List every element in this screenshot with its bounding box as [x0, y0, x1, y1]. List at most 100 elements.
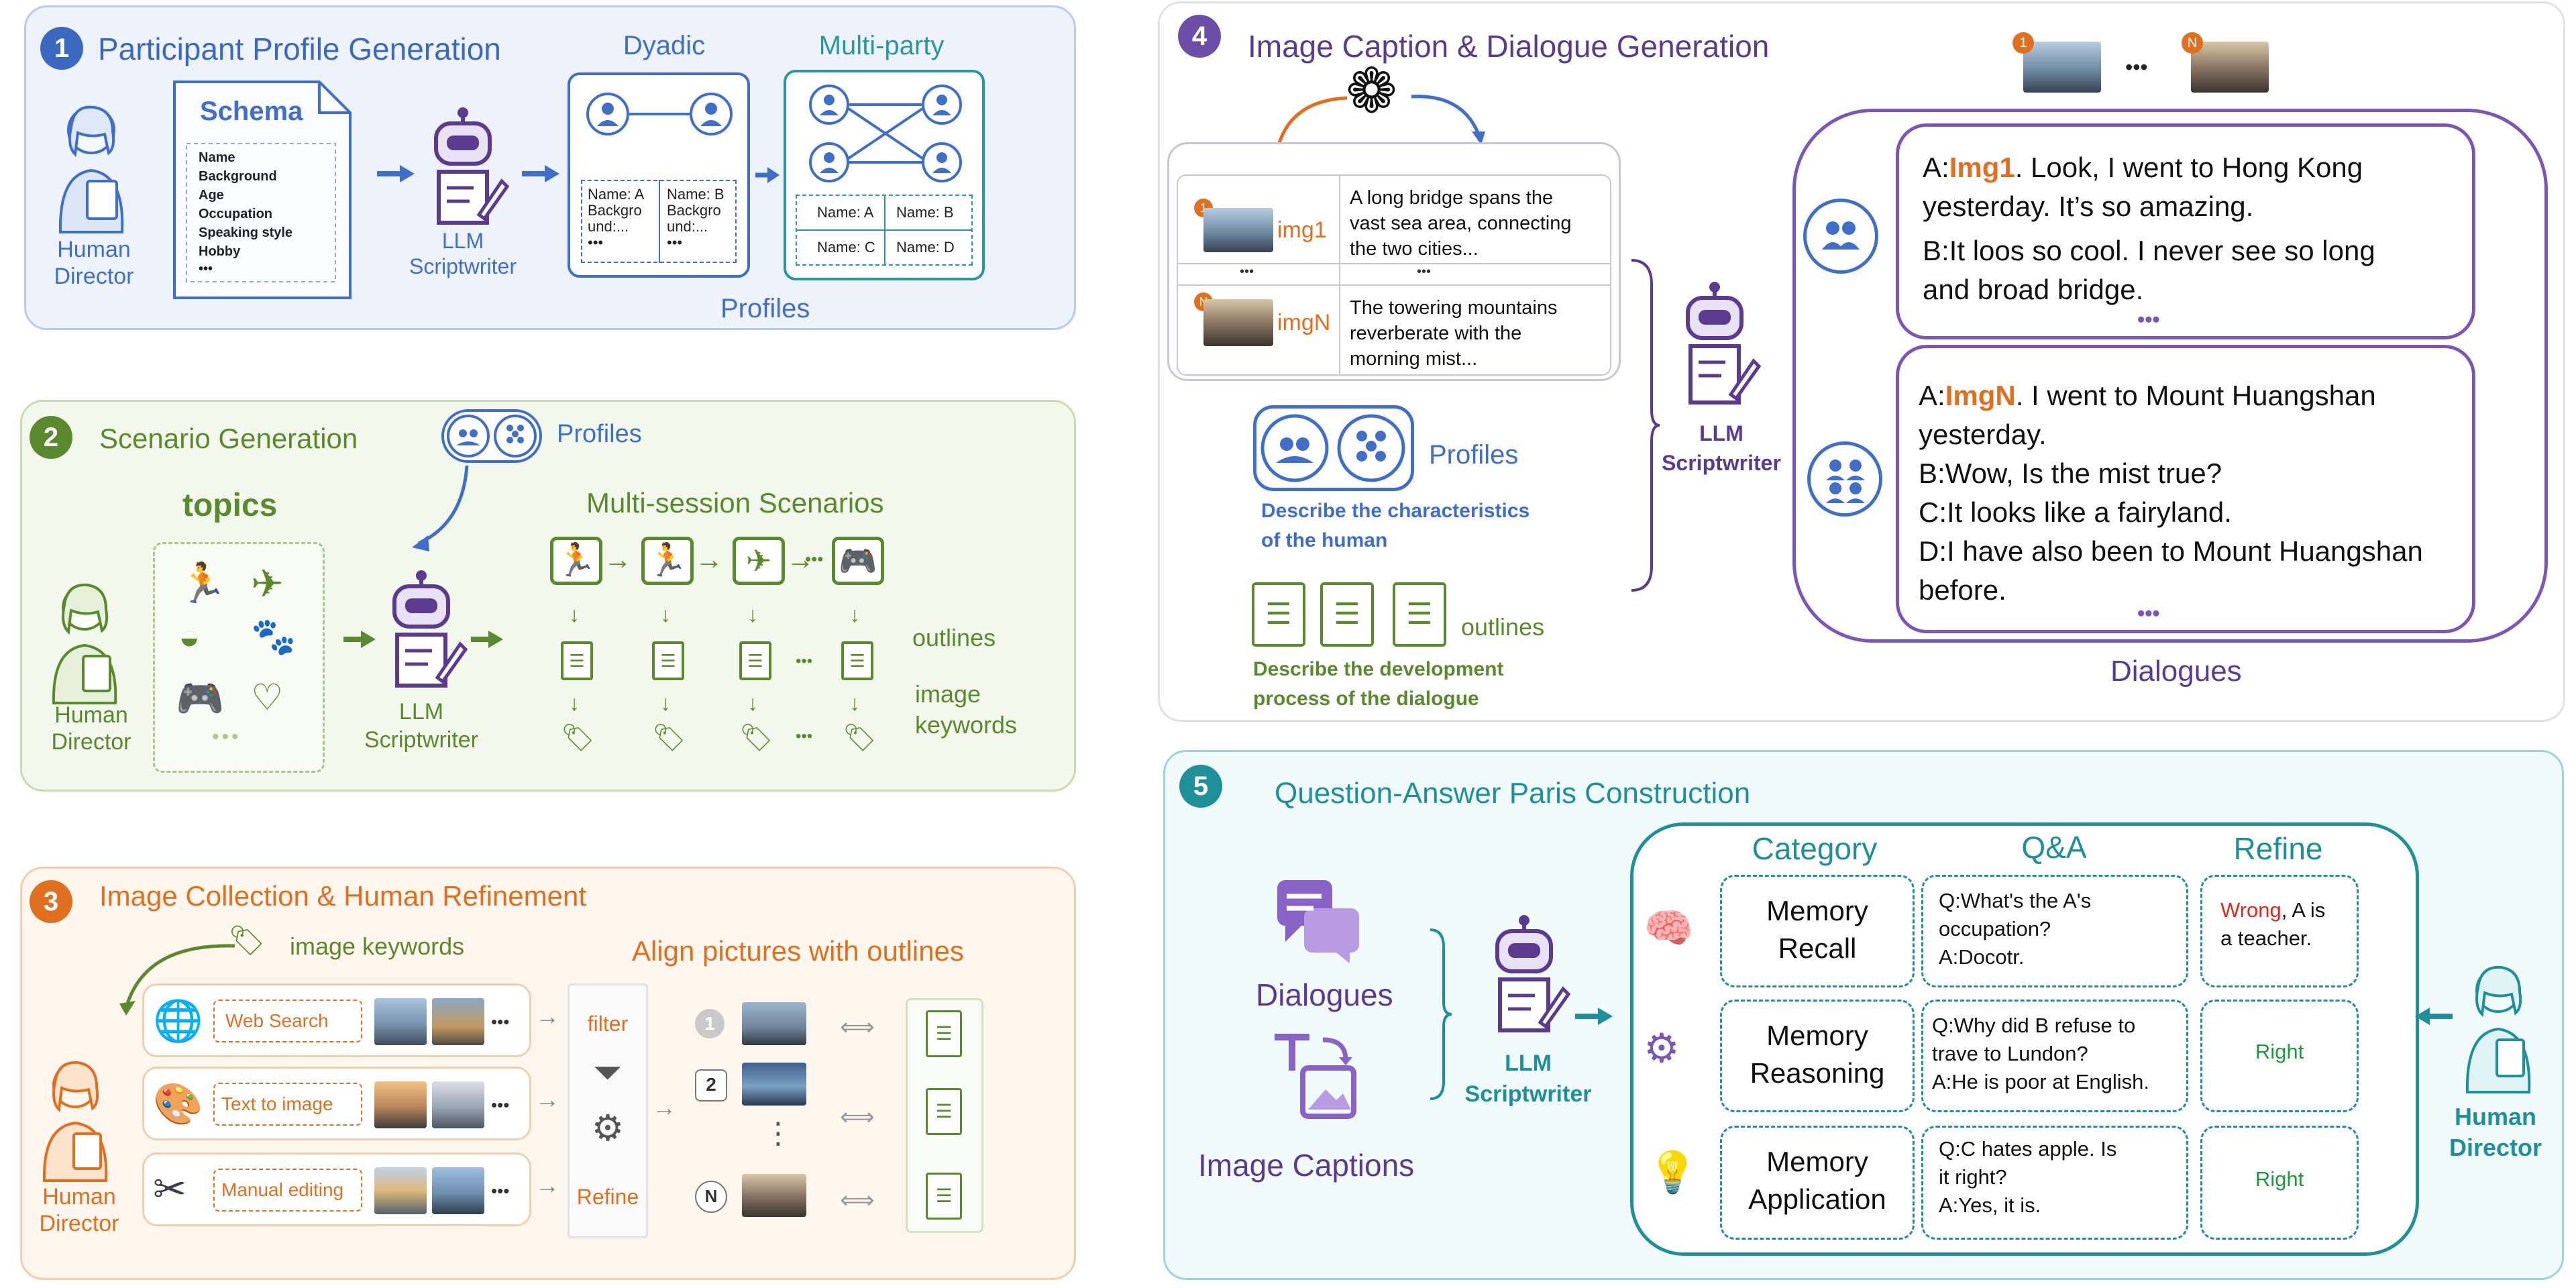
ellipsis: ••• [491, 1181, 510, 1201]
image-captions-label: Image Captions [1198, 1148, 1415, 1183]
method-label: Web Search [225, 1010, 329, 1031]
bracket [1631, 259, 1660, 592]
refine-cell [2200, 875, 2359, 987]
outline-doc-icon: ☰ [926, 1088, 962, 1135]
step-3-badge: 3 [30, 880, 72, 923]
dialogue-line: B:It loos so cool. I never see so long [1923, 235, 2375, 266]
profile-cell: Name: C [817, 239, 875, 256]
refine-text: Wrong, A is a teacher. [2220, 896, 2325, 953]
caption-table [1167, 142, 1621, 381]
curved-arrow-icon [119, 944, 235, 1016]
robot-icon [1495, 915, 1571, 1032]
describe-dev-label: Describe the development process of the … [1253, 658, 1504, 710]
robot-icon [434, 107, 510, 225]
web-search-button [213, 1000, 362, 1042]
ellipsis: ••• [212, 726, 241, 748]
profile-cell: Name: D [896, 239, 955, 256]
schema-field: ••• [199, 262, 213, 276]
qa-cell [1921, 1126, 2188, 1240]
schema-title: Schema [200, 97, 303, 126]
ellipsis: ••• [2137, 601, 2160, 625]
llm-scriptwriter-label: LLM Scriptwriter [1464, 1051, 1592, 1107]
arrow-icon [522, 165, 559, 182]
step-1-badge: 1 [40, 27, 83, 70]
link-arrows-icon: ⟺ [840, 1013, 875, 1040]
ellipsis: ••• [796, 652, 813, 670]
align-label: Align pictures with outlines [632, 935, 964, 967]
runner-icon: 🏃 [178, 561, 227, 605]
human-director-label: Human Director [39, 1184, 119, 1236]
speaker-prefix: A: [1919, 380, 1945, 411]
dialogue-line: A:ImgN. I went to Mount Huangshan [1919, 380, 2376, 412]
plane-icon: ✈ [251, 562, 284, 606]
scissors-icon: ✂ [153, 1167, 187, 1212]
panel-title: Image Caption & Dialogue Generation [1248, 29, 1770, 64]
schema-field: Age [199, 188, 224, 203]
dialogue-line: A:Img1. Look, I went to Hong Kong [1923, 152, 2363, 184]
paw-icon: 🐾 [251, 616, 297, 657]
describe-human-label: Describe the characteristics of the huma… [1261, 500, 1530, 551]
column-header-qa: Q&A [2021, 830, 2087, 865]
table-divider [659, 180, 660, 263]
two-people-icon [586, 93, 733, 136]
panel-title: Image Collection & Human Refinement [99, 880, 587, 912]
outline-doc-icon: ☰ [926, 1173, 962, 1220]
refine-cell [2200, 1000, 2359, 1112]
city-photo [742, 1063, 806, 1106]
tag-icon: 🏷 [843, 723, 877, 753]
right-label: Right [2255, 1167, 2304, 1191]
table-divider [1177, 284, 1611, 286]
dialogue-line: yesterday. [1919, 419, 2047, 450]
funnel-icon: ⏷ [593, 1053, 623, 1093]
caption-table-inner [1177, 174, 1611, 376]
imgn-label: imgN [1277, 310, 1331, 335]
people-group-icon [447, 415, 537, 458]
globe-icon: 🌐 [153, 998, 203, 1043]
curved-arrow-icon [1411, 95, 1485, 145]
img-ref: ImgN [1945, 380, 2016, 411]
manual-editing-button [213, 1169, 362, 1212]
people-dots-icon [1822, 221, 1860, 250]
dialogue-line: yesterday. It’s so amazing. [1923, 191, 2254, 222]
scenario-plane: ✈ [733, 537, 785, 585]
column-header-refine: Refine [2233, 831, 2323, 866]
panel-title: Question-Answer Paris Construction [1275, 777, 1751, 810]
outline-doc-icon: ☰ [1393, 582, 1446, 647]
schema-field: Occupation [199, 207, 273, 221]
ellipsis: ••• [491, 1012, 510, 1032]
ellipsis: ••• [491, 1095, 510, 1115]
table-divider [1177, 263, 1611, 264]
speaker-prefix: A: [1923, 152, 1949, 183]
label-n-icon: N [695, 1181, 727, 1213]
column-header-category: Category [1752, 831, 1878, 866]
category-cell [1720, 1000, 1915, 1112]
dialogue-line: D:I have also been to Mount Huangshan [1919, 535, 2423, 567]
people-dots-icon [1826, 460, 1865, 503]
down-arrow-icon: ↓ [569, 691, 580, 715]
method-label: Manual editing [221, 1179, 344, 1200]
topics-box [153, 542, 325, 773]
badge-1: 1 [2012, 32, 2034, 54]
label-1-icon: 1 [695, 1009, 724, 1038]
arrow-icon: → [652, 1093, 676, 1121]
people-group-icon [1260, 414, 1405, 482]
vertical-ellipsis: ⋮ [763, 1117, 793, 1150]
llm-scriptwriter-label: LLM Scriptwriter [409, 229, 517, 278]
openai-logo-icon: ❁ [1346, 57, 1398, 125]
caption-text: The towering mountains reverberate with … [1350, 297, 1558, 370]
arrow-left-icon [2415, 1008, 2453, 1025]
step-5-badge: 5 [1179, 765, 1222, 808]
llm-scriptwriter-label: LLM Scriptwriter [364, 699, 479, 753]
category-cell [1720, 1126, 1915, 1240]
arrow-icon: → [535, 1002, 559, 1030]
wrong-label: Wrong [2220, 898, 2282, 922]
ellipsis: ••• [2137, 307, 2160, 331]
scenario-gamepad: 🎮 [832, 537, 884, 585]
method-label: Text to image [221, 1093, 333, 1114]
down-arrow-icon: ↓ [747, 602, 758, 627]
label-2-icon: 2 [695, 1069, 727, 1102]
mountain-photo [742, 1174, 806, 1217]
brain-head-icon: 🧠 [1644, 906, 1694, 951]
two-people-icon [1803, 199, 1878, 274]
lightbulb-icon: 💡 [1648, 1150, 1698, 1195]
